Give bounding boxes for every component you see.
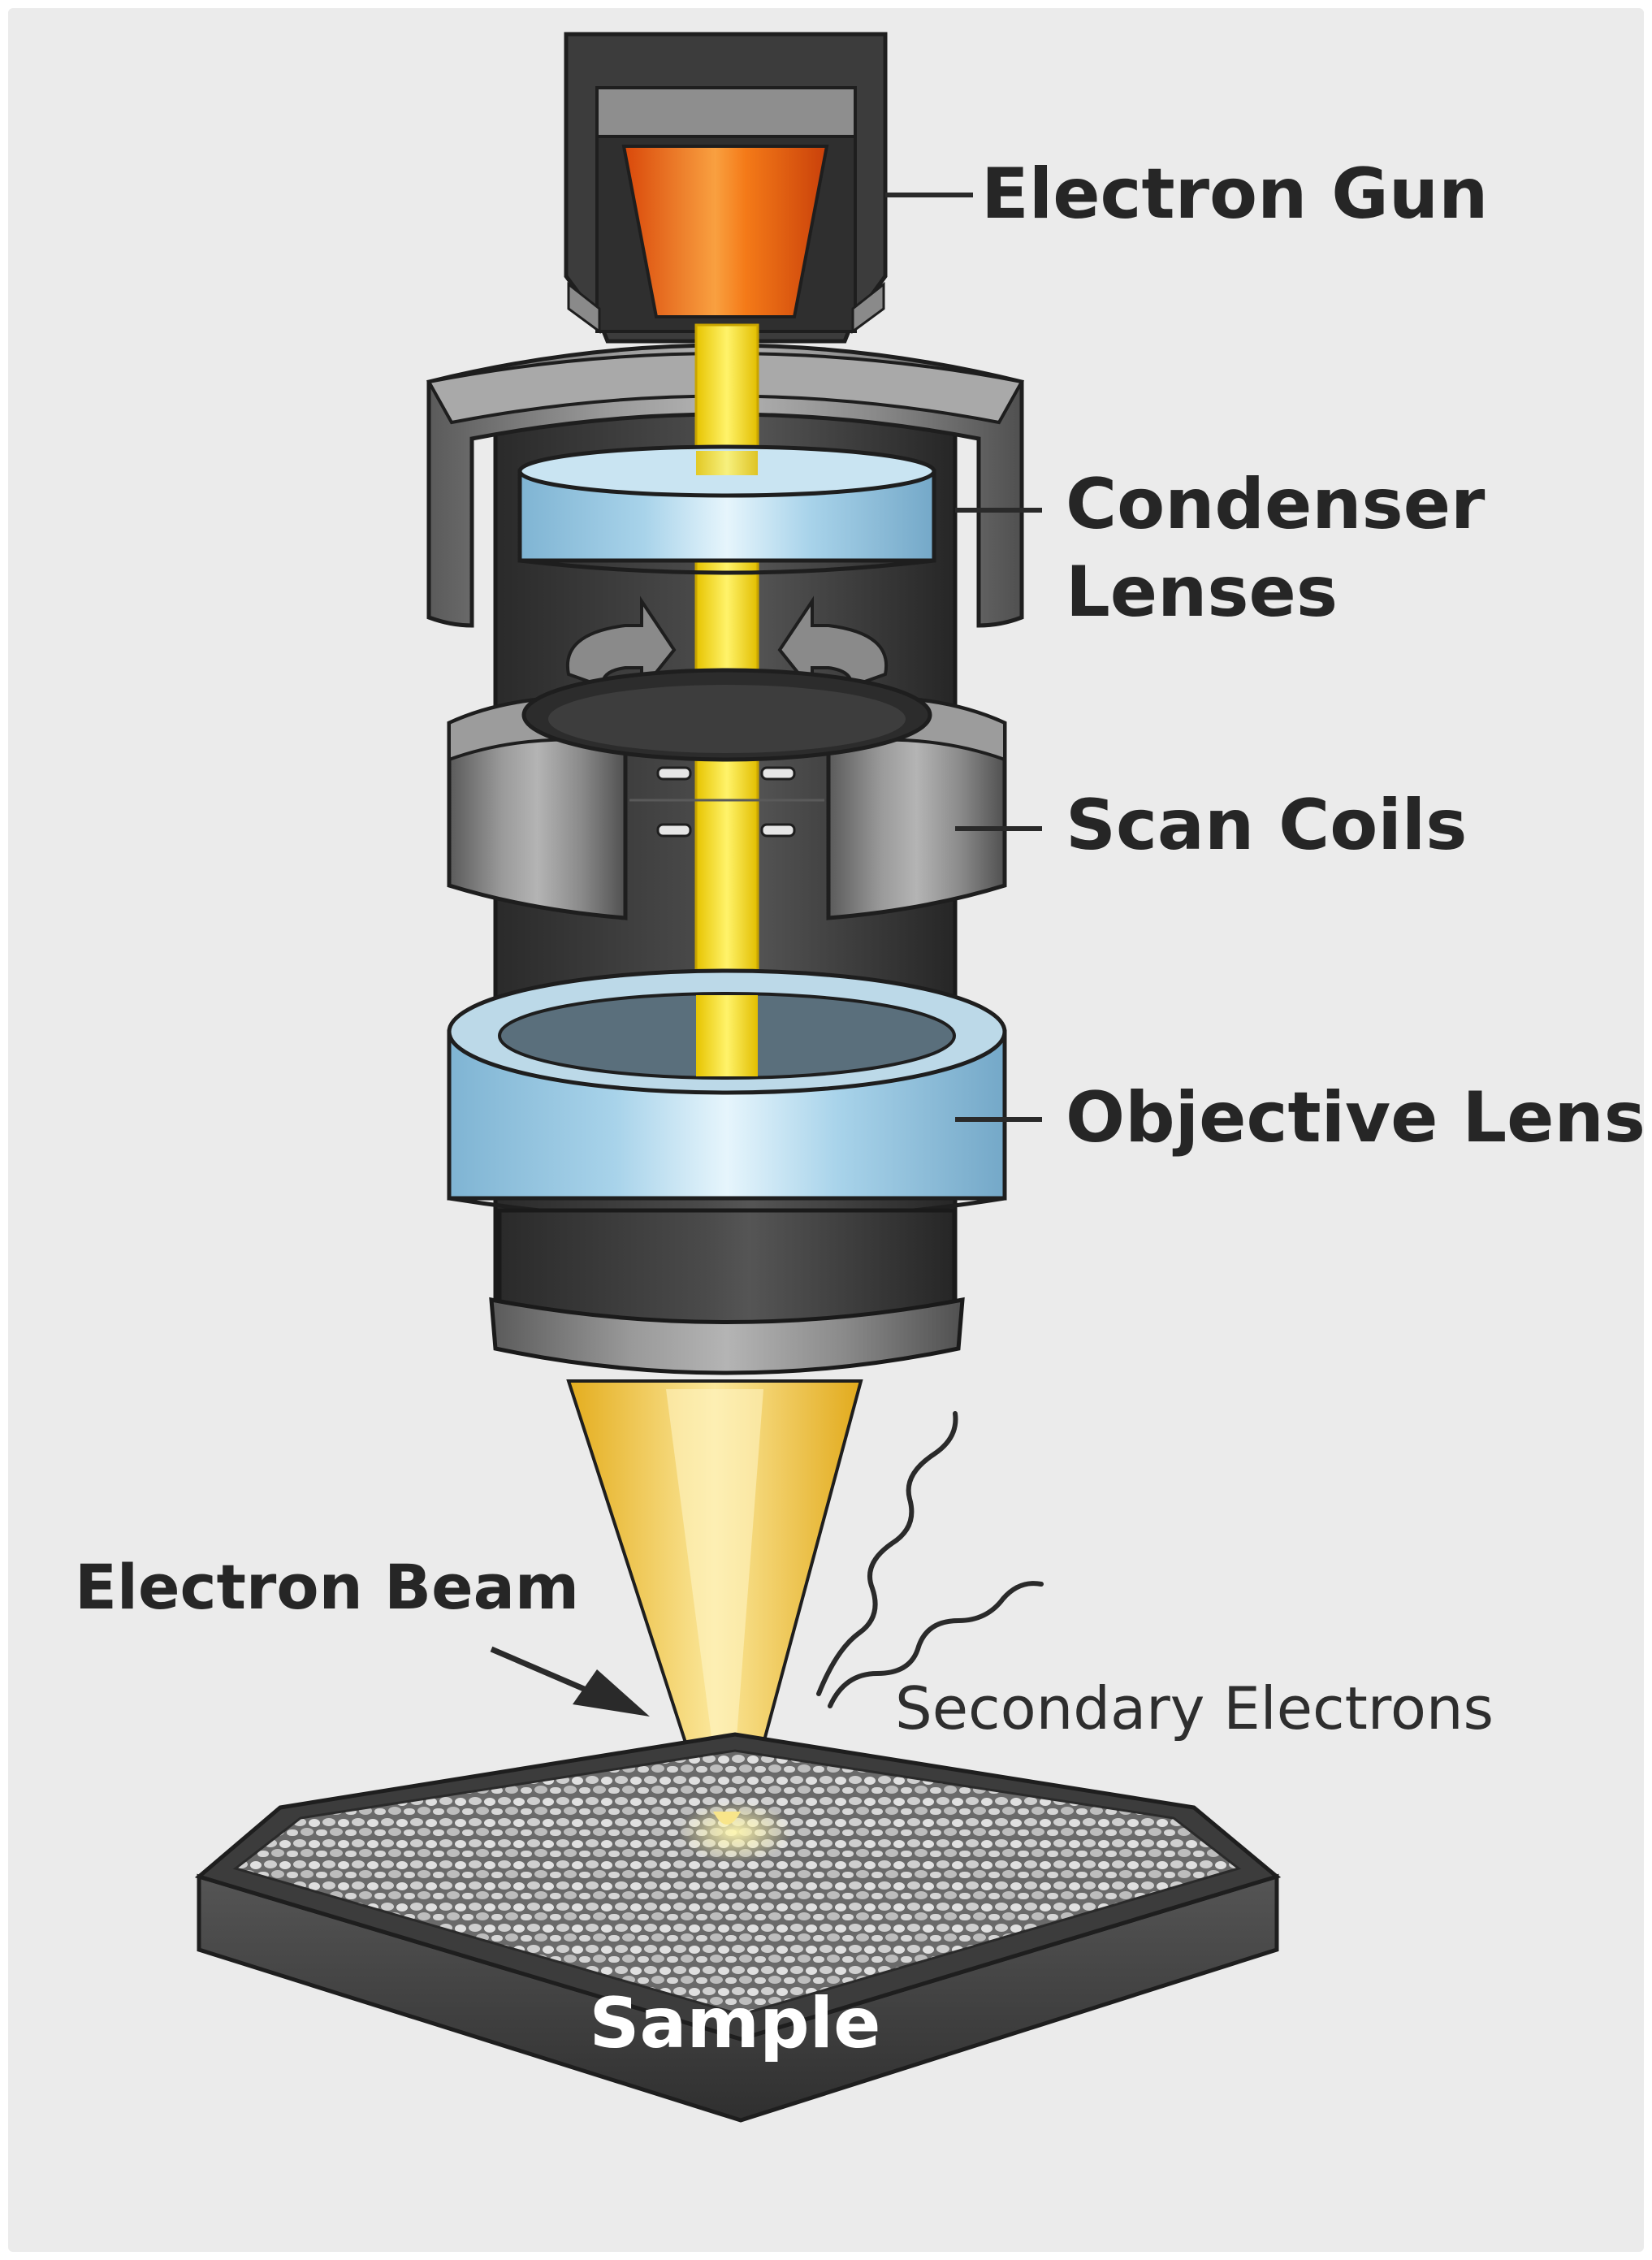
secondary-electron-paths (816, 1411, 1044, 1708)
label-condenser-line2: Lenses (1066, 552, 1338, 633)
condenser-lens (517, 444, 936, 575)
label-objective-lens: Objective Lens (1066, 1077, 1646, 1158)
objective-nozzle (489, 1208, 965, 1375)
electron-gun (564, 32, 888, 344)
sample-stage (194, 1732, 1282, 2123)
label-condenser-line1: Condenser (1066, 464, 1486, 545)
label-electron-beam: Electron Beam (75, 1551, 579, 1623)
label-electron-gun: Electron Gun (981, 154, 1488, 235)
electron-beam-arrow (490, 1646, 650, 1717)
label-sample: Sample (590, 1983, 881, 2064)
scan-coils (447, 595, 1007, 920)
objective-lens (447, 968, 1007, 1223)
leader-lines (885, 193, 1042, 1122)
label-scan-coils: Scan Coils (1066, 785, 1467, 866)
label-secondary-electrons: Secondary Electrons (895, 1674, 1494, 1743)
filament (621, 145, 829, 318)
